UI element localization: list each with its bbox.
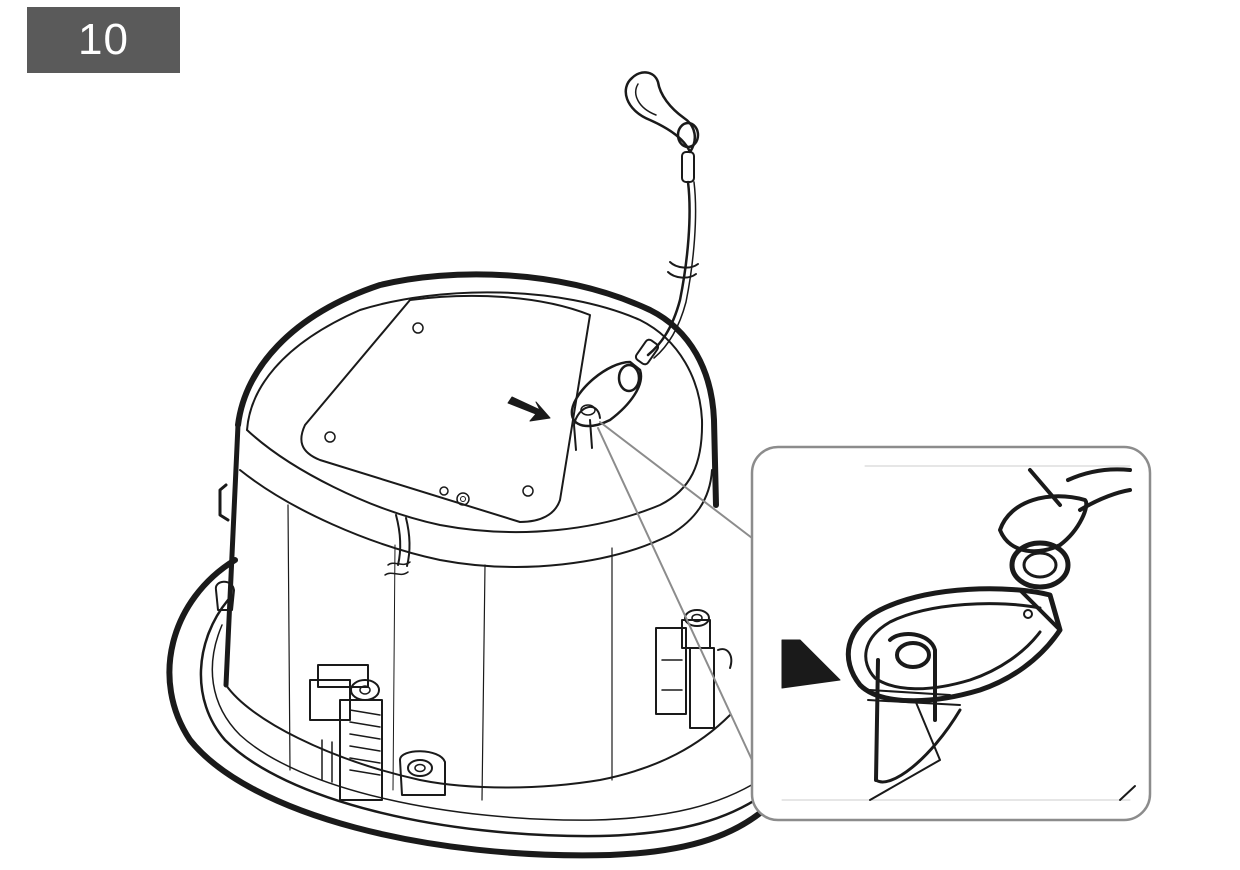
step-number-badge: 10	[27, 7, 180, 73]
right-mounting-clamp	[655, 609, 733, 729]
back-plate	[300, 294, 591, 523]
safety-tab	[573, 406, 601, 451]
carabiner-hook-icon	[781, 465, 1136, 801]
left-mounting-clamp	[309, 664, 383, 801]
ceiling-speaker-can-icon	[166, 271, 778, 859]
pointer-arrow-icon	[507, 396, 551, 422]
can-top-bevel	[246, 291, 703, 431]
center-screw-boss	[399, 750, 446, 796]
flange-inner-rim	[199, 598, 772, 838]
can-body-outline	[235, 271, 719, 508]
detail-callout-frame	[750, 445, 1152, 822]
top-carabiner	[624, 71, 697, 154]
callout-leader-lower	[597, 427, 753, 761]
lower-carabiner	[570, 360, 643, 428]
callout-leader-upper	[599, 421, 753, 539]
cable-tie	[395, 514, 411, 567]
safety-cable-icon	[570, 71, 700, 451]
mounting-flange	[166, 557, 778, 859]
detail-arrow-icon	[781, 639, 841, 689]
